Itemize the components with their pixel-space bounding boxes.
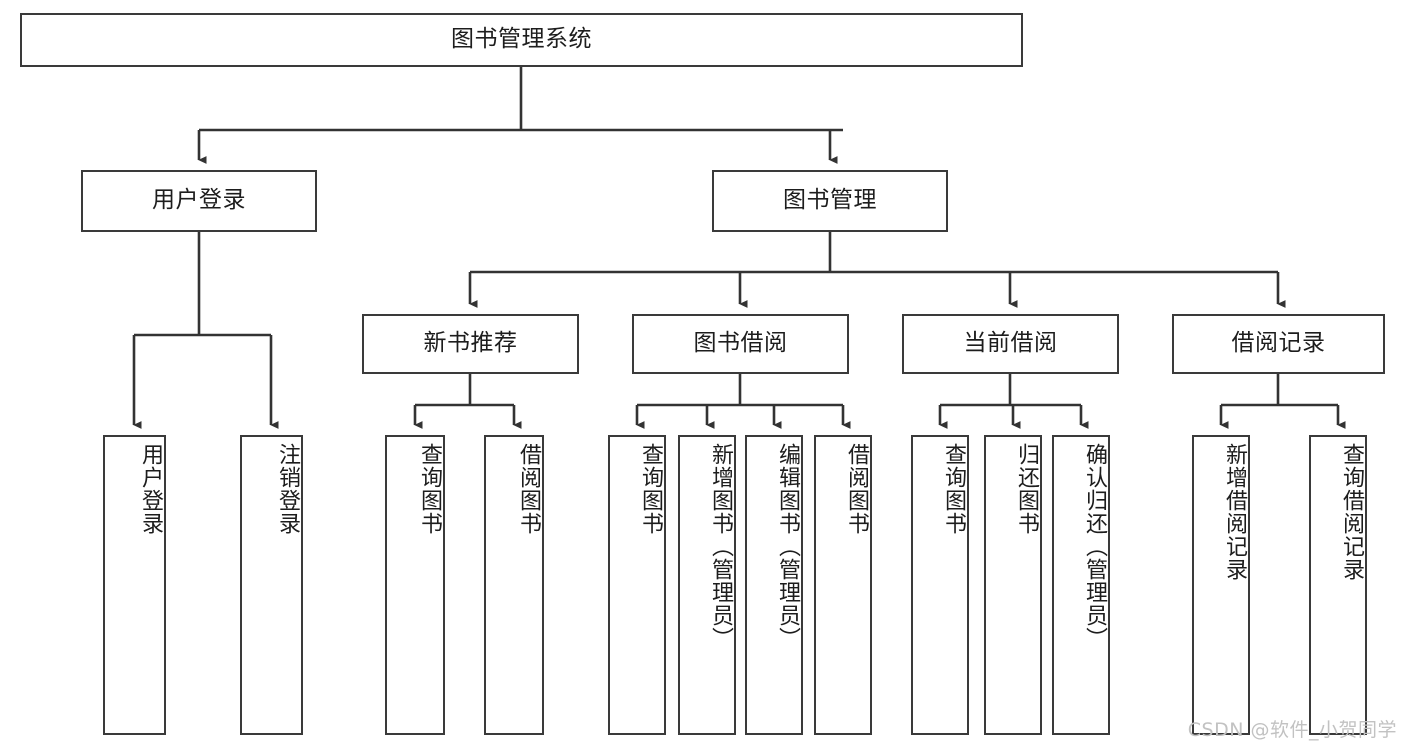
leaf-logout[interactable]: 注销登录 [240, 435, 303, 735]
leaf-records-add-record[interactable]: 新增借阅记录 [1192, 435, 1250, 735]
node-book-management-label: 图书管理 [783, 187, 877, 214]
leaf-records-add-record-label: 新增借阅记录 [1222, 443, 1247, 581]
leaf-borrow-edit-book-admin-label: 编辑图书（管理员） [775, 443, 800, 650]
node-borrow-records[interactable]: 借阅记录 [1172, 314, 1385, 374]
node-borrow-records-label: 借阅记录 [1231, 330, 1326, 357]
leaf-user-login-label: 用户登录 [138, 443, 163, 535]
leaf-current-query-books-label: 查询图书 [941, 443, 966, 535]
node-current-borrow-label: 当前借阅 [963, 330, 1058, 357]
leaf-borrow-edit-book-admin[interactable]: 编辑图书（管理员） [745, 435, 803, 735]
leaf-new-books-query-books-label: 查询图书 [417, 443, 442, 535]
leaf-records-query-record-label: 查询借阅记录 [1339, 443, 1364, 581]
node-root[interactable]: 图书管理系统 [20, 13, 1023, 67]
leaf-borrow-borrow-books[interactable]: 借阅图书 [814, 435, 872, 735]
node-user-login[interactable]: 用户登录 [81, 170, 317, 232]
node-current-borrow[interactable]: 当前借阅 [902, 314, 1119, 374]
leaf-current-confirm-return-admin-label: 确认归还（管理员） [1082, 443, 1107, 650]
node-user-login-label: 用户登录 [152, 187, 246, 214]
leaf-current-confirm-return-admin[interactable]: 确认归还（管理员） [1052, 435, 1110, 735]
node-book-borrow[interactable]: 图书借阅 [632, 314, 849, 374]
leaf-user-login[interactable]: 用户登录 [103, 435, 166, 735]
node-book-management[interactable]: 图书管理 [712, 170, 948, 232]
leaf-current-return-books-label: 归还图书 [1014, 443, 1039, 535]
node-new-book-recommend-label: 新书推荐 [423, 330, 518, 357]
leaf-logout-label: 注销登录 [275, 443, 300, 535]
leaf-new-books-borrow-books-label: 借阅图书 [516, 443, 541, 535]
leaf-borrow-borrow-books-label: 借阅图书 [844, 443, 869, 535]
leaf-new-books-query-books[interactable]: 查询图书 [385, 435, 445, 735]
leaf-borrow-add-book-admin[interactable]: 新增图书（管理员） [678, 435, 736, 735]
leaf-new-books-borrow-books[interactable]: 借阅图书 [484, 435, 544, 735]
leaf-records-query-record[interactable]: 查询借阅记录 [1309, 435, 1367, 735]
node-root-label: 图书管理系统 [451, 26, 592, 53]
leaf-borrow-query-books-label: 查询图书 [638, 443, 663, 535]
node-new-book-recommend[interactable]: 新书推荐 [362, 314, 579, 374]
csdn-watermark: CSDN @软件_小贺同学 [1187, 719, 1397, 741]
leaf-current-query-books[interactable]: 查询图书 [911, 435, 969, 735]
leaf-borrow-query-books[interactable]: 查询图书 [608, 435, 666, 735]
node-book-borrow-label: 图书借阅 [693, 330, 788, 357]
leaf-borrow-add-book-admin-label: 新增图书（管理员） [708, 443, 733, 650]
leaf-current-return-books[interactable]: 归还图书 [984, 435, 1042, 735]
